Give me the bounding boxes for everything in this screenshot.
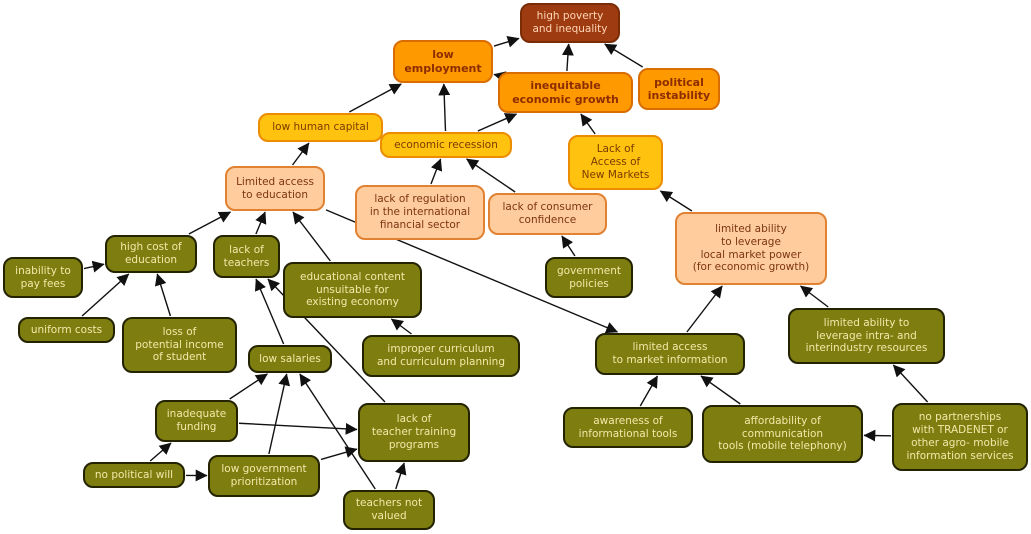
edge-lack-of-teachers--limited-access-education — [255, 211, 267, 235]
node-low-salaries[interactable]: low salaries — [248, 345, 332, 373]
node-label: inequitable economic growth — [512, 79, 619, 106]
node-inability-pay-fees[interactable]: inability to pay fees — [3, 257, 83, 298]
edge-no-partnerships--limited-ability-intra — [892, 364, 929, 403]
edge-uniform-costs--high-cost-education — [81, 273, 130, 317]
node-label: no partnerships with TRADENET or other a… — [906, 411, 1014, 462]
edge-improper-curriculum--educational-content — [390, 318, 412, 335]
edge-limited-access-education--low-human-capital — [291, 142, 310, 166]
node-economic-recession[interactable]: economic recession — [380, 132, 512, 158]
node-low-employment[interactable]: low employment — [393, 40, 493, 83]
node-inequitable-growth[interactable]: inequitable economic growth — [498, 72, 633, 113]
edge-political-instability--high-poverty — [604, 43, 644, 68]
edge-limited-ability-local--lack-access-new-markets — [659, 190, 693, 212]
node-limited-ability-intra[interactable]: limited ability to leverage intra- and i… — [788, 308, 945, 364]
edge-low-gov-prioritization--lack-teacher-training — [320, 446, 358, 461]
node-label: economic recession — [394, 138, 498, 151]
node-label: low salaries — [259, 352, 321, 365]
edge-government-policies--lack-consumer-confidence — [561, 235, 576, 257]
node-label: limited ability to leverage local market… — [692, 222, 810, 274]
node-label: loss of potential income of student — [135, 325, 224, 364]
node-low-human-capital[interactable]: low human capital — [258, 113, 383, 142]
node-no-political-will[interactable]: no political will — [83, 462, 185, 488]
node-label: low government prioritization — [221, 463, 307, 488]
node-loss-potential-income[interactable]: loss of potential income of student — [122, 317, 237, 373]
node-low-gov-prioritization[interactable]: low government prioritization — [208, 455, 320, 497]
edge-economic-recession--low-employment — [438, 83, 451, 132]
node-label: lack of regulation in the international … — [369, 193, 471, 231]
node-limited-ability-local[interactable]: limited ability to leverage local market… — [675, 212, 827, 285]
node-label: inability to pay fees — [15, 264, 71, 290]
edge-inadequate-funding--low-salaries — [229, 373, 268, 400]
node-uniform-costs[interactable]: uniform costs — [18, 317, 115, 343]
node-label: lack of teacher training programs — [371, 413, 457, 451]
edge-limited-access-market-info--limited-ability-local — [686, 285, 723, 333]
edge-teachers-not-valued--low-salaries — [299, 373, 376, 490]
node-political-instability[interactable]: political instability — [638, 68, 720, 110]
edge-inadequate-funding--lack-teacher-training — [238, 422, 358, 435]
node-label: low human capital — [272, 121, 369, 134]
edge-inequitable-growth--low-employment — [493, 71, 507, 83]
edge-lack-regulation--economic-recession — [430, 158, 443, 185]
node-label: political instability — [647, 75, 711, 102]
node-label: lack of consumer confidence — [502, 201, 593, 226]
node-educational-content[interactable]: educational content unsuitable for exist… — [283, 262, 422, 318]
node-label: high cost of education — [120, 241, 182, 266]
node-inadequate-funding[interactable]: inadequate funding — [155, 400, 238, 442]
node-limited-access-education[interactable]: Limited access to education — [225, 166, 325, 211]
edge-awareness-info-tools--limited-access-market-info — [639, 375, 659, 407]
edge-economic-recession--inequitable-growth — [477, 113, 518, 132]
edge-low-employment--high-poverty — [493, 36, 520, 48]
node-government-policies[interactable]: government policies — [545, 257, 633, 298]
node-label: educational content unsuitable for exist… — [300, 270, 405, 309]
edge-lack-access-new-markets--inequitable-growth — [580, 113, 596, 135]
node-high-poverty[interactable]: high poverty and inequality — [520, 3, 620, 43]
node-label: low employment — [404, 48, 482, 75]
edge-low-gov-prioritization--low-salaries — [268, 373, 291, 455]
edge-limited-ability-intra--limited-ability-local — [800, 285, 829, 308]
node-lack-regulation[interactable]: lack of regulation in the international … — [355, 185, 485, 240]
node-improper-curriculum[interactable]: improper curriculum and curriculum plann… — [362, 335, 520, 377]
edge-low-salaries--lack-of-teachers — [254, 278, 285, 345]
node-lack-of-teachers[interactable]: lack of teachers — [213, 235, 280, 278]
node-label: Limited access to education — [236, 175, 314, 201]
node-label: limited ability to leverage intra- and i… — [805, 316, 928, 355]
edge-low-human-capital--low-employment — [348, 83, 402, 113]
edge-teachers-not-valued--lack-teacher-training — [395, 462, 407, 490]
node-high-cost-education[interactable]: high cost of education — [105, 235, 197, 273]
edge-inability-pay-fees--high-cost-education — [83, 260, 105, 273]
node-lack-teacher-training[interactable]: lack of teacher training programs — [358, 403, 470, 462]
node-label: government policies — [556, 264, 621, 290]
node-no-partnerships[interactable]: no partnerships with TRADENET or other a… — [892, 403, 1028, 471]
node-lack-access-new-markets[interactable]: Lack of Access of New Markets — [568, 135, 663, 190]
node-label: high poverty and inequality — [532, 10, 608, 35]
edge-educational-content--limited-access-education — [292, 211, 331, 262]
node-limited-access-market-info[interactable]: limited access to market information — [595, 333, 745, 375]
node-teachers-not-valued[interactable]: teachers not valued — [343, 490, 435, 530]
edge-high-cost-education--limited-access-education — [188, 211, 232, 235]
edge-loss-potential-income--high-cost-education — [154, 273, 172, 317]
node-label: affordability of communication tools (mo… — [718, 414, 847, 453]
node-label: lack of teachers — [223, 243, 270, 269]
edge-no-political-will--inadequate-funding — [149, 442, 172, 462]
node-affordability-comm[interactable]: affordability of communication tools (mo… — [702, 405, 863, 463]
node-label: limited access to market information — [612, 341, 728, 366]
node-label: Lack of Access of New Markets — [581, 143, 650, 181]
node-label: teachers not valued — [355, 497, 423, 522]
edge-affordability-comm--limited-access-market-info — [700, 375, 741, 405]
node-lack-consumer-confidence[interactable]: lack of consumer confidence — [488, 193, 607, 235]
edge-inequitable-growth--high-poverty — [561, 43, 574, 72]
node-label: inadequate funding — [166, 408, 227, 433]
edge-lack-consumer-confidence--economic-recession — [466, 158, 516, 193]
node-label: awareness of informational tools — [578, 414, 678, 440]
node-label: no political will — [94, 468, 174, 481]
node-label: uniform costs — [30, 323, 103, 336]
node-awareness-info-tools[interactable]: awareness of informational tools — [563, 407, 693, 448]
node-label: improper curriculum and curriculum plann… — [376, 343, 505, 368]
